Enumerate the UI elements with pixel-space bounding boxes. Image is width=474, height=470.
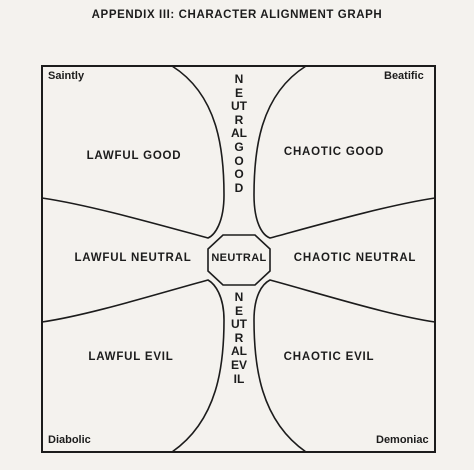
curve-bottom-right: [253, 279, 436, 453]
region-neutral-good: NEUTRALGOOD: [231, 72, 247, 195]
region-neutral-evil: NEUTRALEVIL: [231, 290, 248, 386]
region-lawful-good: LAWFUL GOOD: [86, 150, 182, 162]
curve-top-right: [253, 65, 436, 239]
corner-demoniac: Demoniac: [376, 434, 429, 446]
region-chaotic-neutral: CHAOTIC NEUTRAL: [293, 252, 417, 264]
curve-bottom-left: [41, 279, 225, 453]
neutral-octagon: [207, 234, 271, 286]
graph-frame: [41, 65, 436, 453]
page-title: APPENDIX III: CHARACTER ALIGNMENT GRAPH: [91, 9, 383, 21]
curve-top-left: [41, 65, 225, 239]
region-neutral: NEUTRAL: [211, 252, 267, 264]
region-lawful-evil: LAWFUL EVIL: [88, 351, 174, 363]
corner-saintly: Saintly: [48, 70, 85, 82]
region-chaotic-good: CHAOTIC GOOD: [283, 146, 385, 158]
corner-beatific: Beatific: [384, 70, 424, 82]
corner-diabolic: Diabolic: [48, 434, 91, 446]
region-chaotic-evil: CHAOTIC EVIL: [283, 351, 375, 363]
region-lawful-neutral: LAWFUL NEUTRAL: [74, 252, 192, 264]
